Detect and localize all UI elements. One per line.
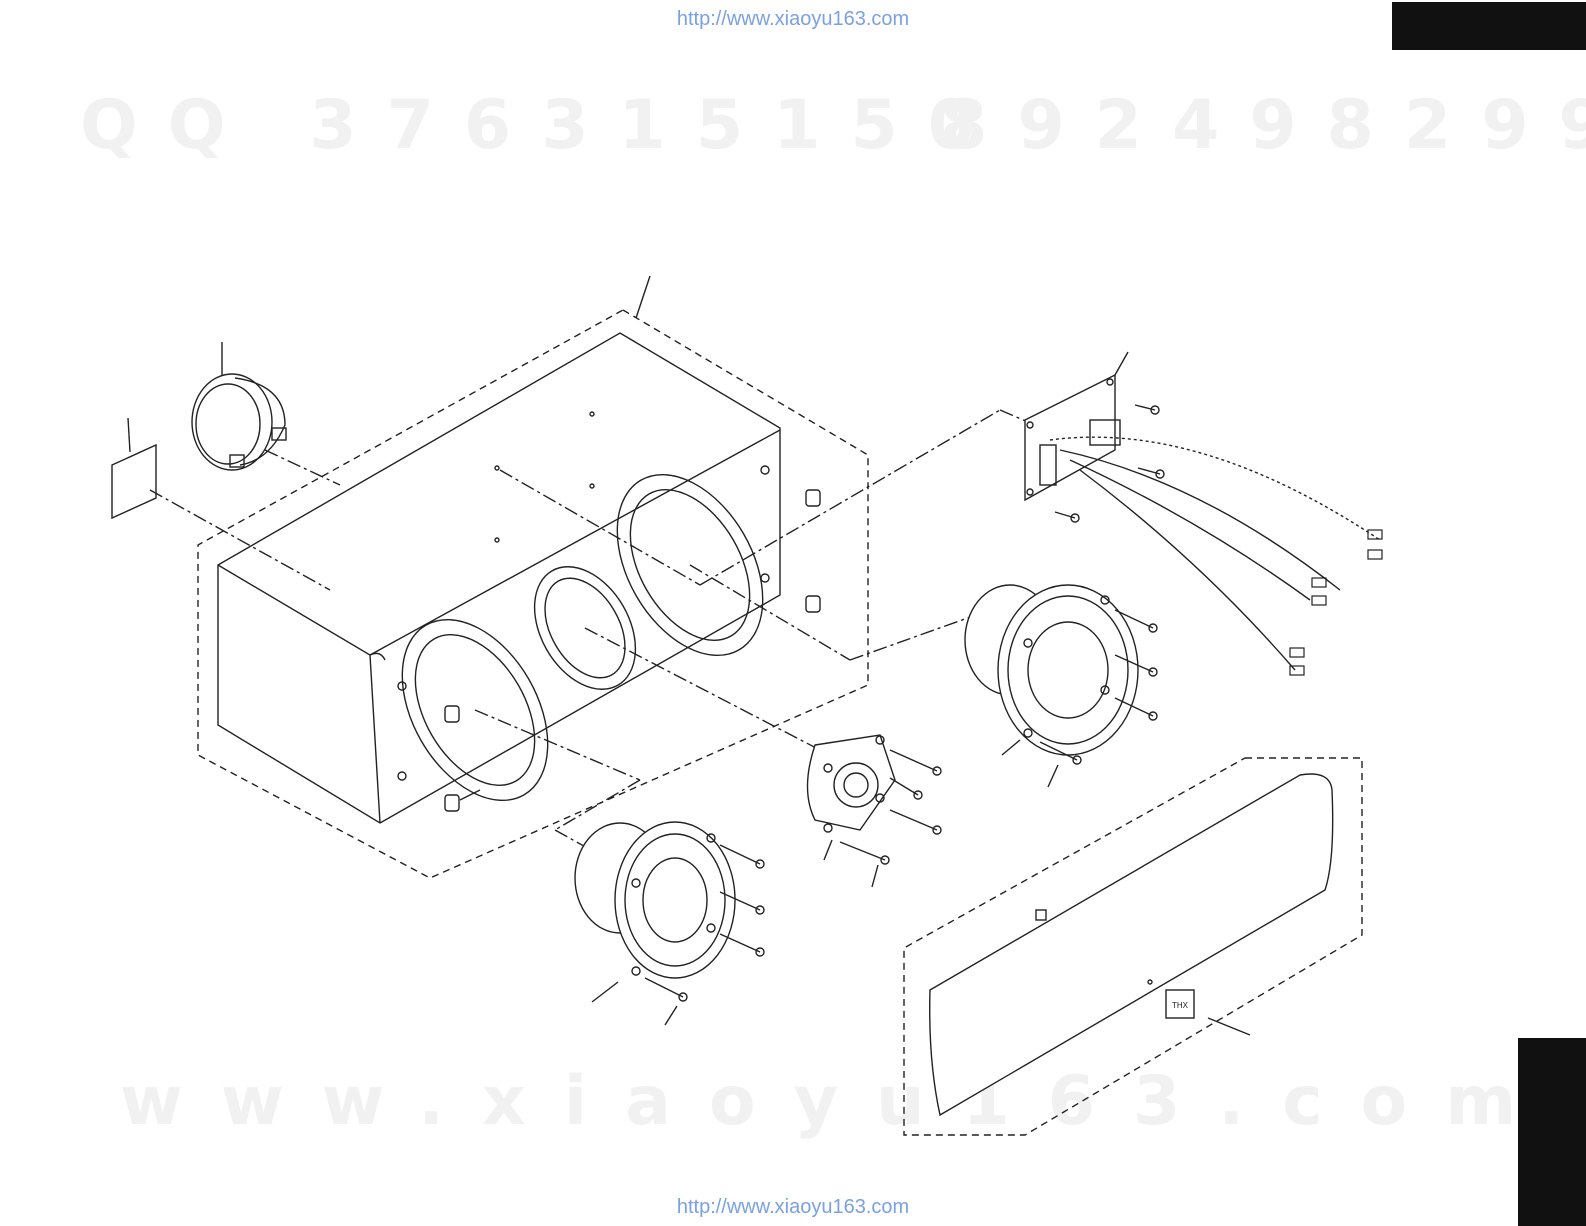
leader-grille xyxy=(1208,1018,1250,1035)
bushing xyxy=(445,795,459,811)
footer-url[interactable]: http://www.xiaoyu163.com xyxy=(0,1196,1586,1219)
leader-screws-left xyxy=(665,1006,677,1025)
leader-tweeter xyxy=(824,840,832,860)
leader-woofer-right xyxy=(1002,740,1020,755)
leader-woofer-left xyxy=(592,982,618,1002)
bushing xyxy=(806,490,820,506)
rear-terminal xyxy=(192,374,286,470)
front-grille: THX xyxy=(930,774,1333,1115)
leader-rear-label xyxy=(128,418,130,452)
tweeter xyxy=(808,735,896,832)
leader-screws-right xyxy=(1048,765,1058,787)
woofer-right xyxy=(965,585,1138,755)
svg-text:THX: THX xyxy=(1172,1001,1189,1010)
cabinet xyxy=(218,333,820,826)
leader-screws-tweeter xyxy=(872,865,878,887)
rear-label xyxy=(112,445,156,518)
leader-cabinet xyxy=(636,276,650,318)
bushing xyxy=(806,596,820,612)
leader-crossover xyxy=(1115,352,1128,375)
woofer-left xyxy=(575,822,735,978)
